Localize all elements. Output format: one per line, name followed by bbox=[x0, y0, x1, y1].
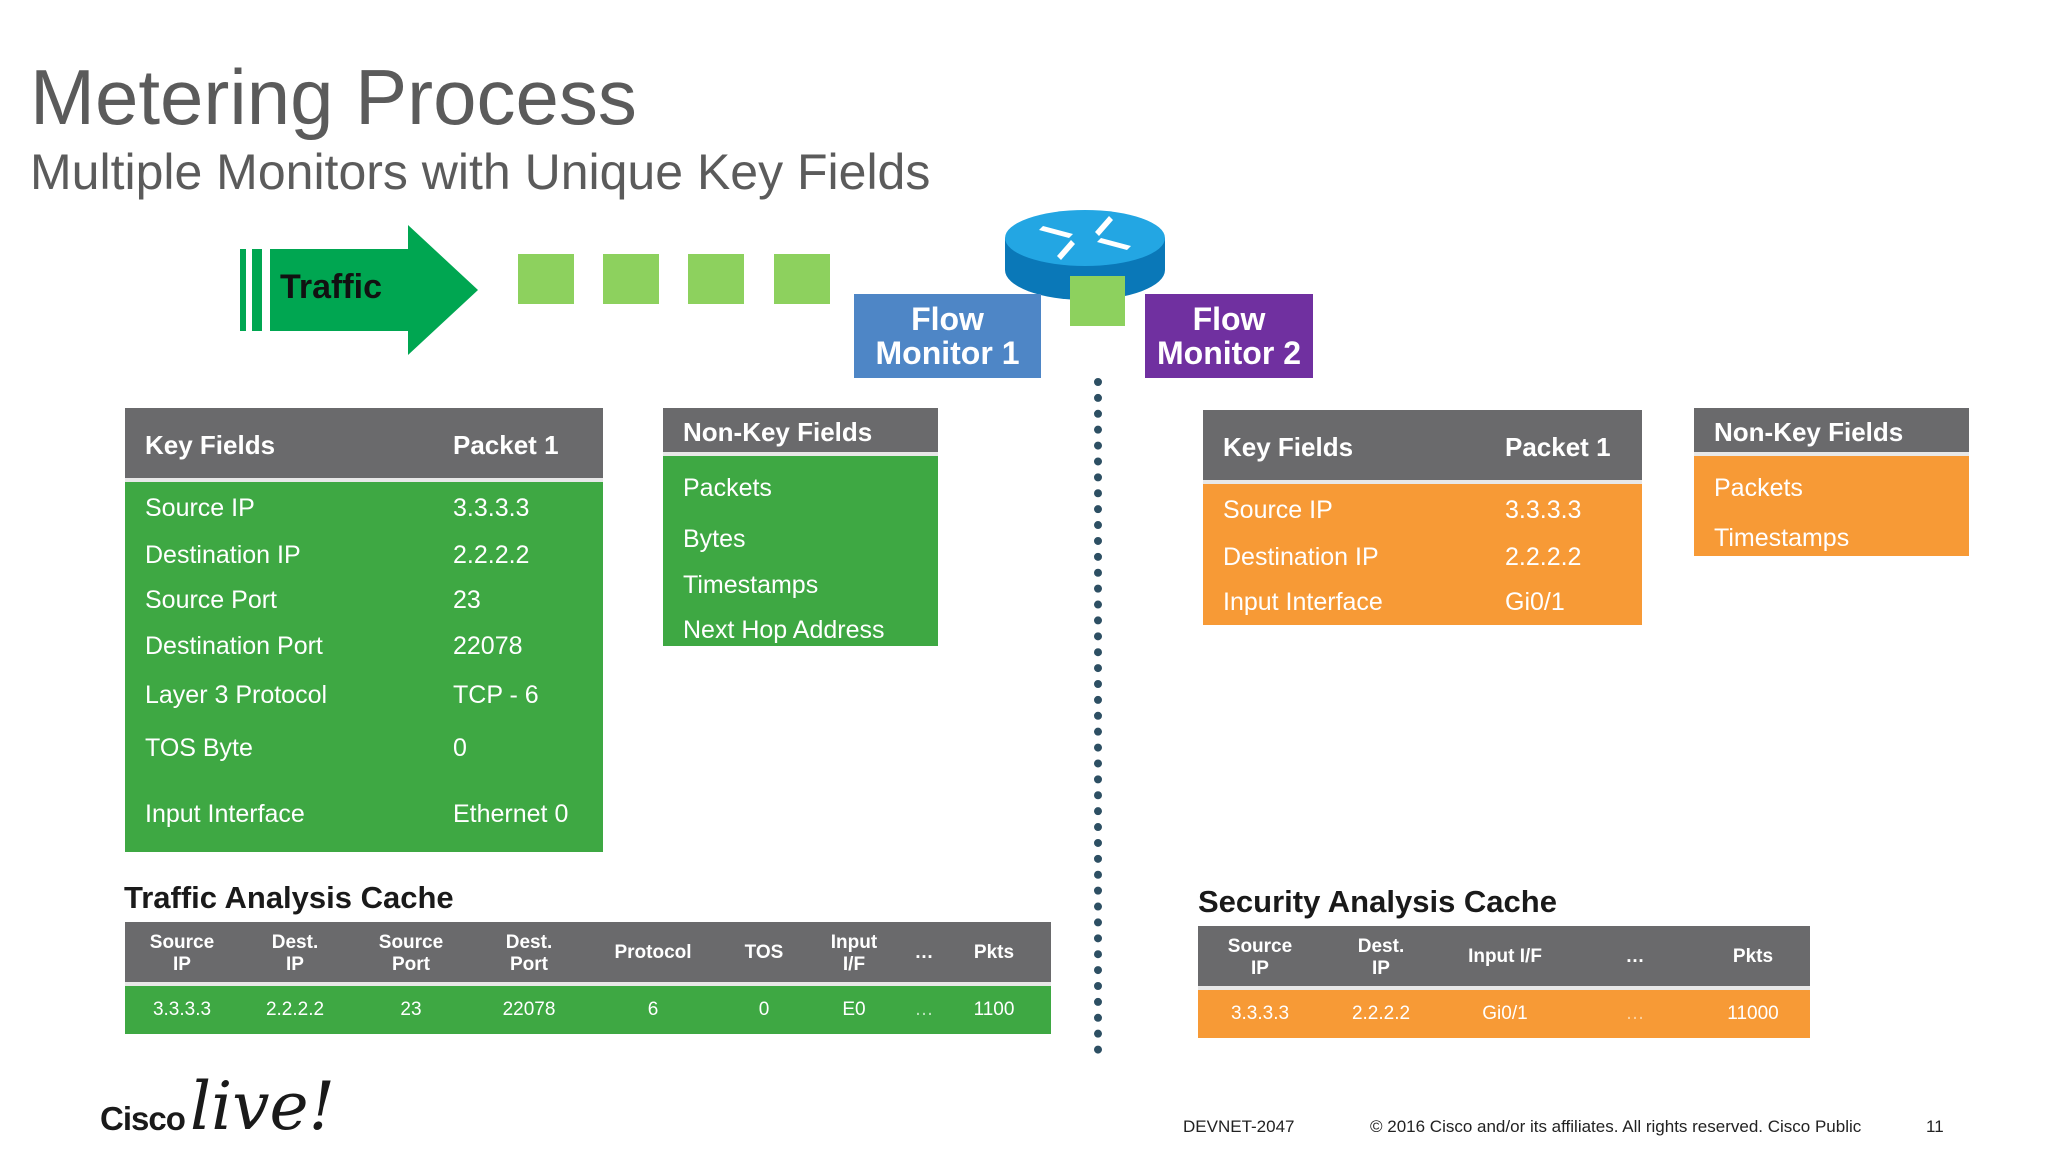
field-value: Ethernet 0 bbox=[453, 800, 569, 828]
table-cell: 2.2.2.2 bbox=[265, 999, 325, 1020]
field-value: TCP - 6 bbox=[453, 681, 539, 709]
table-cell: … bbox=[1625, 1003, 1645, 1024]
column-header: Dest. Port bbox=[505, 932, 553, 975]
slide-subtitle: Multiple Monitors with Unique Key Fields bbox=[30, 144, 931, 200]
field-name: Input Interface bbox=[145, 800, 305, 828]
field-name: Next Hop Address bbox=[683, 616, 885, 644]
traffic-cache-header: Source IP Dest. IP Source Port Dest. Por… bbox=[125, 922, 1051, 982]
header-key-fields: Key Fields bbox=[1223, 432, 1354, 462]
traffic-cache-title: Traffic Analysis Cache bbox=[124, 880, 454, 915]
flow-monitor-2: Flow Monitor 2 bbox=[1145, 294, 1313, 378]
field-name: Timestamps bbox=[683, 571, 819, 599]
table-cell: 1100 bbox=[973, 999, 1015, 1020]
monitor-divider bbox=[1094, 378, 1102, 1054]
field-value: 3.3.3.3 bbox=[1505, 496, 1582, 524]
copyright-notice: © 2016 Cisco and/or its affiliates. All … bbox=[1370, 1117, 1862, 1136]
header-key-fields: Key Fields bbox=[145, 430, 276, 460]
table-body: Source IP 3.3.3.3 Destination IP 2.2.2.2… bbox=[1203, 484, 1642, 625]
field-name: Packets bbox=[683, 474, 772, 502]
table-cell: 22078 bbox=[502, 999, 556, 1020]
session-id: DEVNET-2047 bbox=[1183, 1117, 1295, 1136]
router-icon bbox=[1005, 210, 1165, 300]
packet-2 bbox=[603, 254, 659, 304]
table-header: Non-Key Fields bbox=[663, 408, 938, 452]
traffic-label: Traffic bbox=[280, 268, 383, 306]
column-header: TOS bbox=[744, 942, 784, 963]
packet-3 bbox=[688, 254, 744, 304]
field-value: 0 bbox=[453, 734, 467, 762]
page-number: 11 bbox=[1926, 1117, 1944, 1136]
packet-1 bbox=[518, 254, 574, 304]
header-packet-1: Packet 1 bbox=[453, 430, 559, 460]
monitor2-nonkey-fields-table: Non-Key Fields Packets Timestamps bbox=[1694, 408, 1969, 556]
monitor1-key-fields-table: Key Fields Packet 1 Source IP 3.3.3.3 De… bbox=[125, 408, 603, 852]
table-row: 3.3.3.3 2.2.2.2 23 22078 6 0 E0 … 1100 bbox=[125, 986, 1051, 1034]
table-cell: 11000 bbox=[1727, 1003, 1779, 1024]
field-name: Destination IP bbox=[145, 541, 301, 569]
column-header: Pkts bbox=[1732, 946, 1774, 967]
monitor2-key-fields-table: Key Fields Packet 1 Source IP 3.3.3.3 De… bbox=[1203, 410, 1642, 625]
table-body: Packets Timestamps bbox=[1694, 456, 1969, 556]
table-row: 3.3.3.3 2.2.2.2 Gi0/1 … 11000 bbox=[1198, 990, 1810, 1038]
table-cell: Gi0/1 bbox=[1482, 1003, 1528, 1024]
field-name: Input Interface bbox=[1223, 588, 1383, 616]
field-value: Gi0/1 bbox=[1505, 588, 1565, 616]
table-cell: 23 bbox=[400, 999, 422, 1020]
table-header: Non-Key Fields bbox=[1694, 408, 1969, 452]
security-cache-header: Source IP Dest. IP Input I/F … Pkts bbox=[1198, 926, 1810, 986]
field-value: 3.3.3.3 bbox=[453, 494, 530, 522]
table-cell: … bbox=[914, 999, 934, 1020]
table-cell: 2.2.2.2 bbox=[1351, 1003, 1411, 1024]
field-name: Destination Port bbox=[145, 632, 323, 660]
field-name: Destination IP bbox=[1223, 543, 1379, 571]
column-header: Source IP bbox=[149, 932, 215, 975]
column-header: Dest. IP bbox=[271, 932, 319, 975]
field-value: 2.2.2.2 bbox=[453, 541, 530, 569]
cisco-logo: Cisco bbox=[100, 1100, 186, 1137]
cisco-live-logo: live! bbox=[190, 1068, 336, 1145]
monitor1-nonkey-fields-table: Non-Key Fields Packets Bytes Timestamps … bbox=[663, 408, 938, 646]
field-name: Packets bbox=[1714, 474, 1803, 502]
field-name: Source IP bbox=[1223, 496, 1333, 524]
table-cell: E0 bbox=[842, 999, 866, 1020]
table-header: Key Fields Packet 1 bbox=[1203, 410, 1642, 480]
security-cache-title: Security Analysis Cache bbox=[1198, 884, 1557, 919]
table-cell: 3.3.3.3 bbox=[1230, 1003, 1290, 1024]
column-header: Source Port bbox=[378, 932, 444, 975]
table-header: Key Fields Packet 1 bbox=[125, 408, 603, 478]
column-header: Input I/F bbox=[1468, 946, 1542, 967]
field-value: 2.2.2.2 bbox=[1505, 543, 1582, 571]
header-packet-1: Packet 1 bbox=[1505, 432, 1611, 462]
field-name: Source Port bbox=[145, 586, 278, 614]
header-nonkey-fields: Non-Key Fields bbox=[1714, 417, 1904, 447]
column-header: Dest. IP bbox=[1357, 936, 1405, 979]
flow-monitor-1-label: Flow Monitor 1 bbox=[875, 301, 1020, 371]
table-cell: 3.3.3.3 bbox=[152, 999, 212, 1020]
header-nonkey-fields: Non-Key Fields bbox=[683, 417, 873, 447]
table-cell: 6 bbox=[647, 999, 659, 1020]
flow-monitor-2-label: Flow Monitor 2 bbox=[1157, 301, 1301, 371]
column-header: … bbox=[914, 942, 934, 963]
packet-4 bbox=[774, 254, 830, 304]
packet-router bbox=[1070, 276, 1125, 326]
field-name: Timestamps bbox=[1714, 524, 1850, 552]
column-header: Input I/F bbox=[830, 932, 878, 975]
flow-monitor-1: Flow Monitor 1 bbox=[854, 294, 1041, 378]
column-header: Protocol bbox=[614, 942, 692, 963]
column-header: Pkts bbox=[973, 942, 1015, 963]
field-value: 23 bbox=[453, 586, 481, 614]
slide-title: Metering Process bbox=[30, 53, 637, 141]
table-cell: 0 bbox=[758, 999, 770, 1020]
field-name: Source IP bbox=[145, 494, 255, 522]
field-name: Bytes bbox=[683, 525, 746, 553]
field-name: Layer 3 Protocol bbox=[145, 681, 328, 709]
table-body: Source IP 3.3.3.3 Destination IP 2.2.2.2… bbox=[125, 482, 603, 852]
field-name: TOS Byte bbox=[145, 734, 253, 762]
field-value: 22078 bbox=[453, 632, 523, 660]
column-header: … bbox=[1625, 946, 1645, 967]
table-body: Packets Bytes Timestamps Next Hop Addres… bbox=[663, 456, 938, 646]
column-header: Source IP bbox=[1227, 936, 1293, 979]
